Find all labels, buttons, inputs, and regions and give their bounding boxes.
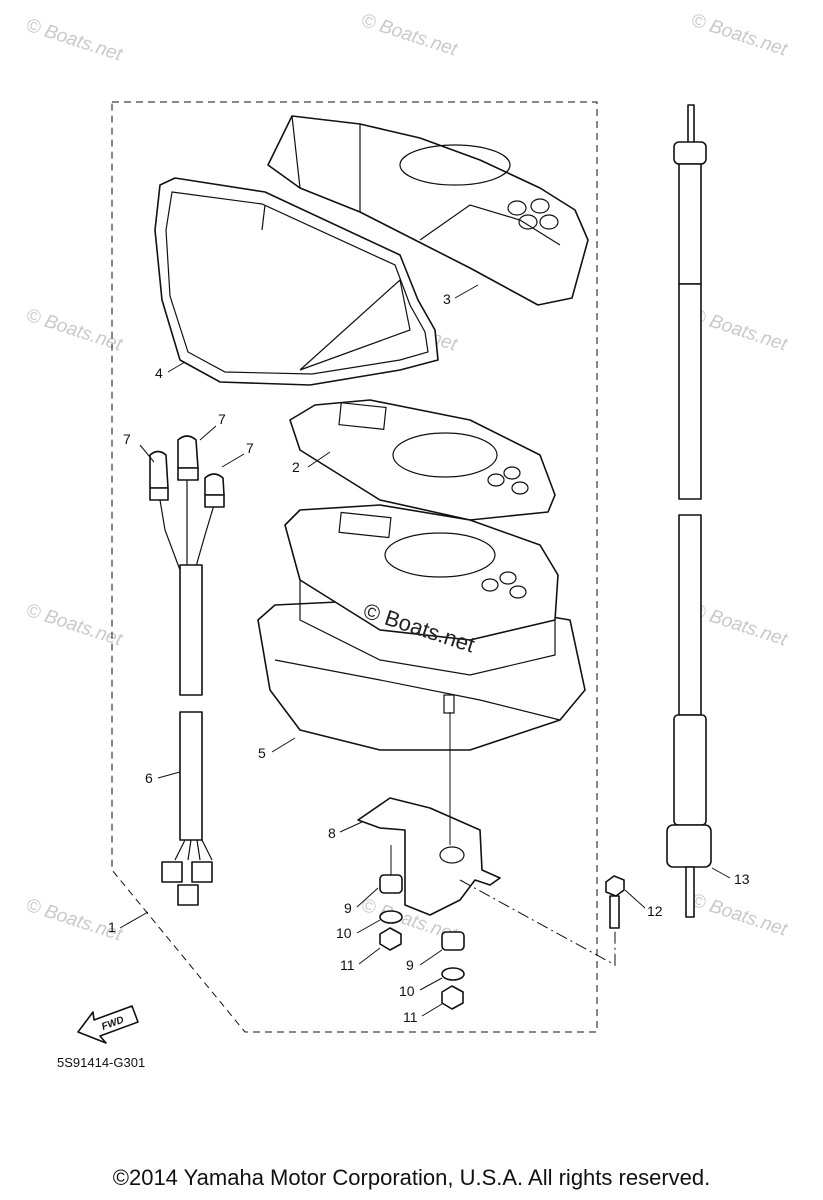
watermark: © Boats.net	[688, 10, 790, 61]
callout-11: 11	[403, 1009, 418, 1025]
callout-7: 7	[246, 440, 254, 456]
callout-4: 4	[155, 365, 163, 381]
washer-10	[441, 967, 465, 981]
callout-10: 10	[336, 925, 352, 941]
part-6-harness	[159, 480, 215, 906]
callout-leaders	[119, 284, 731, 1017]
part-5-meter-housing	[257, 504, 586, 751]
callout-10: 10	[399, 983, 415, 999]
callout-5: 5	[258, 745, 266, 761]
callout-numbers: 1 2 3 4 5 6 7 7 7 8 9 9 10 10 11 11 12 1…	[108, 291, 750, 1025]
grommet-9	[379, 874, 403, 894]
callout-6: 6	[145, 770, 153, 786]
washer-10	[379, 910, 403, 924]
fasteners-right	[441, 931, 465, 1010]
part-13-cable	[666, 104, 712, 918]
callout-3: 3	[443, 291, 451, 307]
bolt-axis-line	[459, 879, 616, 966]
watermark: © Boats.net	[688, 305, 790, 356]
part-7-bulbs	[149, 435, 225, 508]
callout-8: 8	[328, 825, 336, 841]
grommet-9	[441, 931, 465, 951]
watermark: © Boats.net	[688, 890, 790, 941]
assembly-boundary	[111, 101, 598, 1033]
callout-7: 7	[123, 431, 131, 447]
diagram-code: 5S91414-G301	[57, 1055, 145, 1070]
part-2-gauge-face	[289, 399, 556, 521]
callout-9: 9	[344, 900, 352, 916]
watermark: © Boats.net	[358, 10, 460, 61]
part-12-bolt	[605, 875, 625, 929]
watermark: © Boats.net	[23, 600, 125, 651]
callout-1: 1	[108, 919, 116, 935]
watermark: © Boats.net	[23, 15, 125, 66]
callout-2: 2	[292, 459, 300, 475]
callout-13: 13	[734, 871, 750, 887]
fwd-arrow-icon: FWD	[77, 1005, 139, 1044]
watermark: © Boats.net	[23, 305, 125, 356]
part-3-upper-cover	[267, 115, 589, 306]
fasteners-left	[379, 874, 403, 951]
part-8-bracket	[357, 797, 501, 916]
part-4-lens	[154, 177, 439, 386]
callout-12: 12	[647, 903, 663, 919]
copyright-notice: ©2014 Yamaha Motor Corporation, U.S.A. A…	[112, 1165, 711, 1190]
callout-9: 9	[406, 957, 414, 973]
watermark: © Boats.net	[688, 600, 790, 651]
callout-7: 7	[218, 411, 226, 427]
nut-11	[441, 985, 464, 1010]
nut-11	[379, 927, 402, 951]
callout-11: 11	[340, 957, 355, 973]
